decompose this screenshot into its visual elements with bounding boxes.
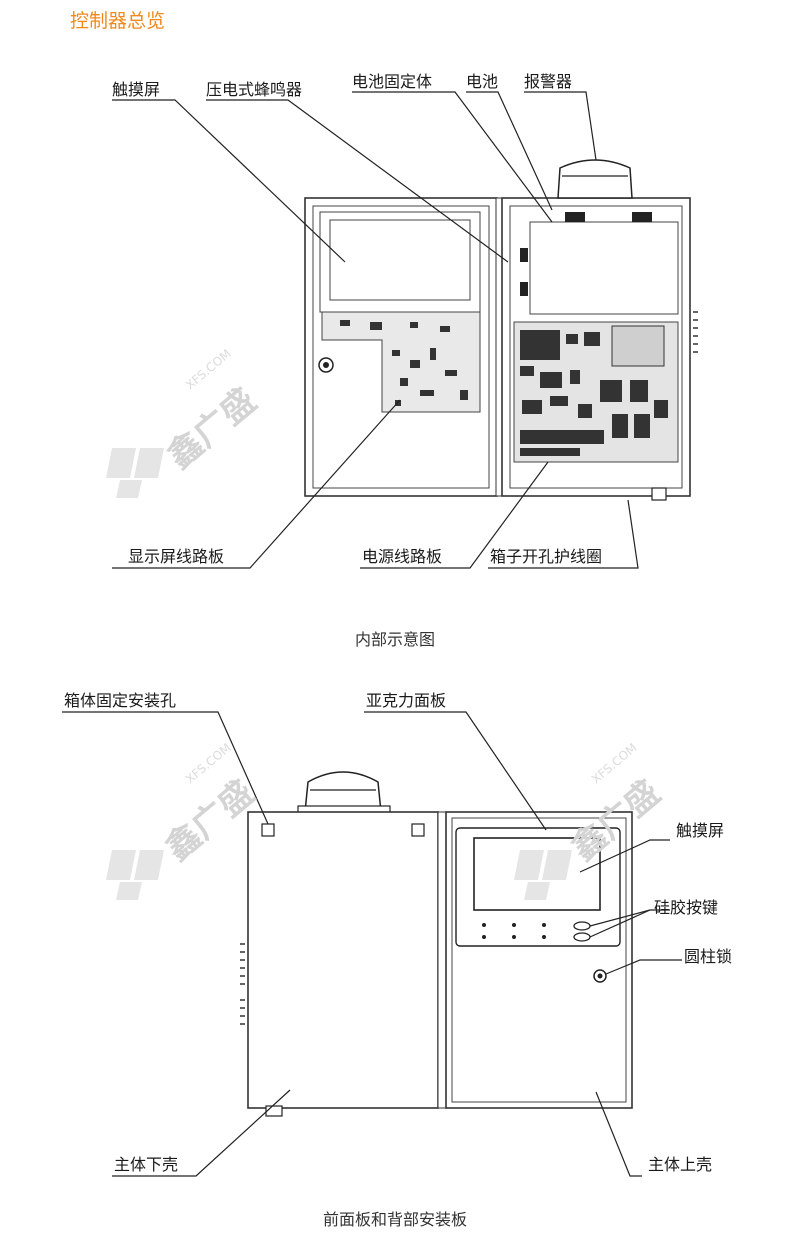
interior-caption: 内部示意图: [354, 630, 435, 649]
label-display-board: 显示屏线路板: [128, 547, 224, 566]
label-cylinder-lock: 圆柱锁: [684, 947, 732, 966]
mount-hole: [411, 823, 425, 837]
watermark-sub: XFS.COM: [183, 741, 234, 787]
label-mount-holes: 箱体固定安装孔: [64, 691, 176, 710]
page-title: 控制器总览: [70, 10, 166, 32]
cable-grommet-front: [265, 1105, 283, 1117]
interior-leader-lines: [112, 91, 639, 569]
left-side-vents: [240, 943, 245, 1025]
label-touchscreen: 触摸屏: [112, 80, 160, 99]
indicator-dots: [482, 923, 546, 939]
shell-divider: [437, 811, 447, 1109]
power-board-components: [520, 325, 668, 456]
label-lower-shell: 主体下壳: [114, 1155, 178, 1174]
cable-grommet: [651, 487, 667, 501]
label-battery: 电池: [466, 72, 498, 91]
label-upper-shell: 主体上壳: [648, 1155, 712, 1174]
label-front-touchscreen: 触摸屏: [676, 821, 724, 840]
silicone-key[interactable]: [573, 932, 591, 942]
label-buzzer: 压电式蜂鸣器: [206, 80, 302, 99]
piezo-buzzer: [520, 248, 528, 262]
mount-hole: [261, 823, 275, 837]
silicone-key[interactable]: [573, 921, 591, 931]
watermark-sub: XFS.COM: [589, 741, 640, 787]
battery-holder: [529, 221, 679, 315]
exterior-caption: 前面板和背部安装板: [322, 1210, 467, 1229]
display-board-components: [340, 320, 468, 406]
alarm-beacon: [557, 159, 633, 199]
side-vents: [693, 311, 698, 353]
label-grommet: 箱子开孔护线圈: [490, 547, 602, 566]
interior-diagram: 触摸屏 压电式蜂鸣器 电池固定体 电池 报警器 显示屏线路板 电源线路板 箱子开…: [112, 72, 698, 569]
label-power-board: 电源线路板: [362, 547, 442, 566]
hinge: [495, 197, 503, 497]
touchscreen-panel: [329, 219, 471, 301]
alarm-beacon-front: [304, 771, 382, 813]
battery-terminal: [632, 212, 652, 222]
label-alarm: 报警器: [524, 72, 572, 91]
watermark-text: 鑫广盛: [160, 381, 264, 477]
lower-shell: [247, 811, 439, 1109]
label-battery-holder: 电池固定体: [352, 72, 432, 91]
exterior-diagram: 箱体固定安装孔 亚克力面板 触摸屏 硅胶按键 圆柱锁 主体下壳 主体上壳: [62, 691, 732, 1177]
watermark-sub: XFS.COM: [183, 347, 234, 393]
label-silicone-keys: 硅胶按键: [654, 898, 718, 917]
display-circuit-board: [321, 311, 481, 413]
battery-terminal: [565, 212, 585, 222]
exterior-leader-lines: [62, 711, 682, 1177]
label-acrylic-panel: 亚克力面板: [366, 691, 446, 710]
watermark-text: 鑫广盛: [158, 773, 262, 869]
